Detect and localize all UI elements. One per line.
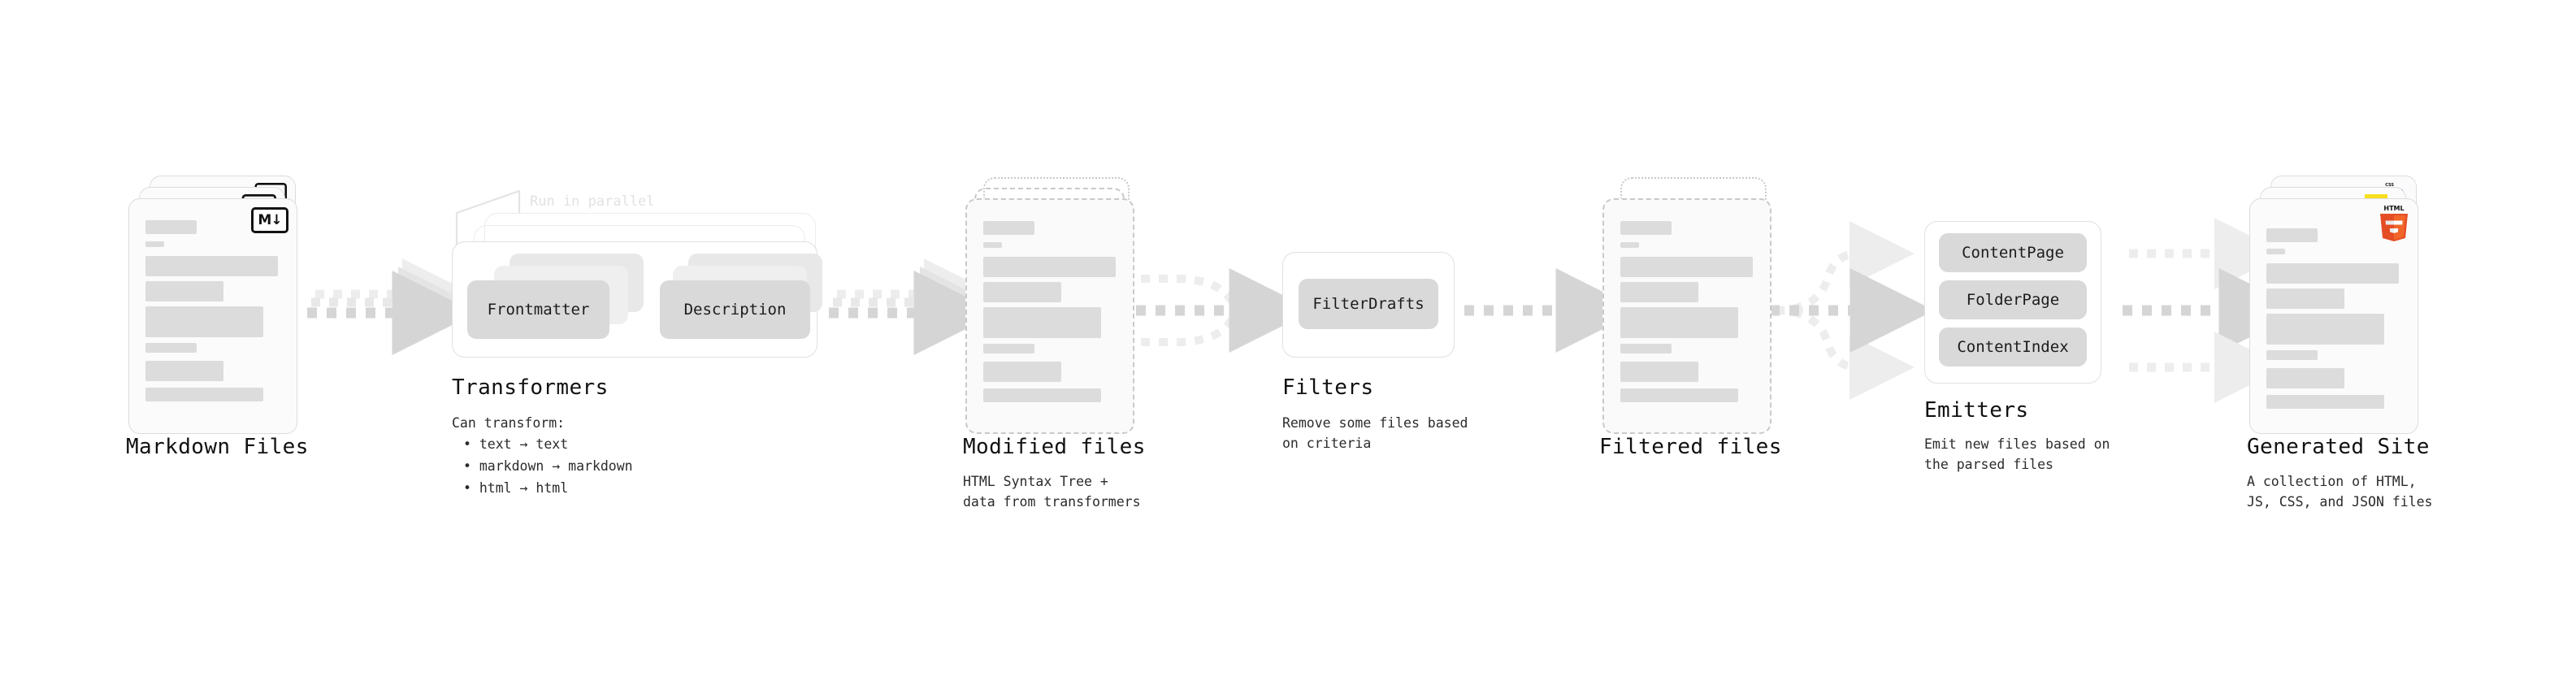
skeleton-bar [2266, 395, 2384, 409]
page-title-transformers: Transformers [452, 375, 609, 400]
generated-site-subtitle: A collection of HTML, JS, CSS, and JSON … [2247, 474, 2433, 510]
transformers-bullet-0: • text → text [463, 436, 569, 452]
skeleton-bar [145, 220, 197, 234]
skeleton-bar [983, 242, 1002, 248]
emitter-pill-folderpage[interactable]: FolderPage [1939, 280, 2087, 319]
skeleton-bar [2266, 228, 2318, 242]
page-title-modified-files: Modified files [963, 435, 1146, 459]
css3-icon-label: CSS [2385, 183, 2394, 188]
skeleton-bar [145, 241, 164, 247]
emitter-pill-contentindex[interactable]: ContentIndex [1939, 327, 2087, 367]
skeleton-bar [145, 361, 223, 381]
skeleton-bar [2266, 368, 2344, 388]
skeleton-bar [145, 306, 263, 337]
transformer-pill-frontmatter[interactable]: Frontmatter [467, 280, 609, 339]
skeleton-bar [2266, 288, 2344, 309]
emitter-pill-contentpage[interactable]: ContentPage [1939, 233, 2087, 272]
skeleton-bar [2266, 350, 2318, 360]
svg-text:HTML: HTML [2383, 205, 2404, 212]
skeleton-bar [2266, 314, 2384, 345]
modified-files-subtitle: HTML Syntax Tree + data from transformer… [963, 474, 1141, 510]
arrow-modified-to-filters [1136, 268, 1314, 353]
page-title-markdown-files: Markdown Files [126, 435, 309, 459]
filtered-sheet-front [1602, 198, 1772, 434]
transformers-bullet-1: • markdown → markdown [463, 458, 633, 474]
skeleton-bar [983, 307, 1101, 338]
html5-icon: HTML [2380, 205, 2408, 241]
skeleton-bar [983, 257, 1116, 277]
transformers-subtitle: Can transform: [452, 415, 566, 431]
skeleton-bar [983, 344, 1034, 354]
skeleton-bar [1620, 221, 1672, 235]
skeleton-bar [1620, 242, 1639, 248]
skeleton-bar [2266, 249, 2285, 254]
markdown-sheet-front: M↓ [128, 198, 297, 434]
arrow-emitters-to-site [2123, 218, 2304, 403]
page-title-filtered-files: Filtered files [1599, 435, 1782, 459]
filter-pill-filterdrafts[interactable]: FilterDrafts [1299, 279, 1438, 329]
skeleton-bar [983, 388, 1101, 402]
arrow-filtered-to-emitters [1770, 221, 1935, 400]
skeleton-bar [2266, 263, 2399, 284]
skeleton-bar [983, 221, 1034, 235]
skeleton-bar [1620, 282, 1698, 302]
skeleton-bar [1620, 388, 1738, 402]
skeleton-bar [145, 343, 197, 353]
skeleton-bar [983, 362, 1061, 382]
emitters-subtitle: Emit new files based on the parsed files [1924, 436, 2110, 473]
arrow-markdown-to-transformers [307, 258, 477, 355]
site-sheet-front: HTML [2249, 198, 2418, 434]
run-in-parallel-label: Run in parallel [530, 193, 655, 210]
page-title-filters: Filters [1282, 375, 1374, 400]
skeleton-bar [1620, 307, 1738, 338]
skeleton-bar [145, 281, 223, 301]
transformers-bullet-2: • html → html [463, 480, 569, 496]
transformer-pill-description[interactable]: Description [660, 280, 810, 339]
arrow-transformers-to-modified [829, 258, 999, 355]
skeleton-bar [145, 256, 278, 276]
page-title-generated-site: Generated Site [2247, 435, 2430, 459]
modified-sheet-front [965, 198, 1134, 434]
skeleton-bar [1620, 362, 1698, 382]
skeleton-bar [145, 388, 263, 401]
filters-subtitle: Remove some files based on criteria [1282, 415, 1468, 452]
markdown-icon: M↓ [251, 207, 288, 233]
skeleton-bar [1620, 257, 1753, 277]
page-title-emitters: Emitters [1924, 398, 2029, 423]
skeleton-bar [1620, 344, 1672, 354]
skeleton-bar [983, 282, 1061, 302]
